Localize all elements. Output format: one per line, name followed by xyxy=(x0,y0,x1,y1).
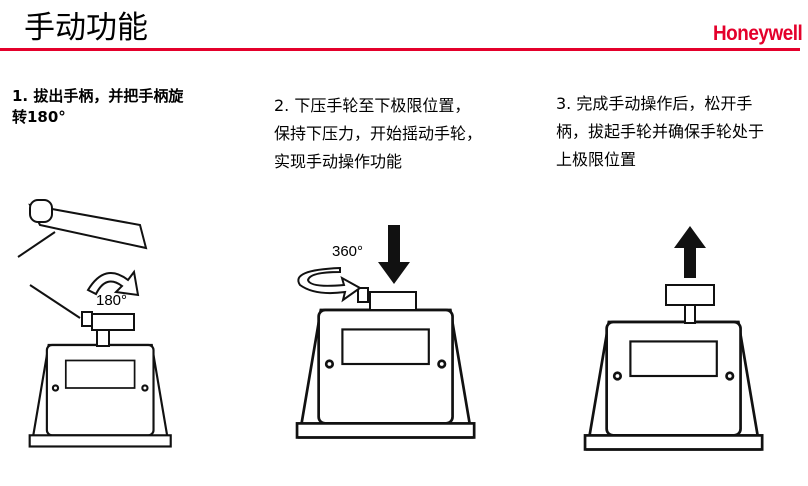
arrow-down-icon xyxy=(378,225,410,284)
actuator-3 xyxy=(583,320,764,451)
step-1-text: 1. 拔出手柄，并把手柄旋转180° xyxy=(12,87,184,126)
step-2-text: 2. 下压手轮至下极限位置，保持下压力，开始摇动手轮，实现手动操作功能 xyxy=(274,96,483,171)
rotate-360-icon xyxy=(297,266,362,303)
shaft-1 xyxy=(96,329,110,347)
rotate-180-icon xyxy=(86,269,140,297)
shaft-3 xyxy=(684,304,696,324)
actuator-2 xyxy=(295,308,476,439)
step-3-text: 3. 完成手动操作后，松开手柄，拔起手轮并确保手轮处于上极限位置 xyxy=(556,94,765,169)
actuator-1 xyxy=(28,343,172,448)
rotation-label-180: 180° xyxy=(96,292,128,309)
arrow-down-right-icon xyxy=(29,284,81,319)
page-title: 手动功能 xyxy=(24,10,148,46)
rotation-label-360: 360° xyxy=(332,243,364,260)
arrow-up-left-icon xyxy=(17,231,56,258)
handle-2 xyxy=(357,287,369,303)
header-divider xyxy=(0,48,800,51)
handwheel-2 xyxy=(369,291,417,311)
handwheel-3 xyxy=(665,284,715,306)
removed-handle xyxy=(28,199,148,250)
handle-1 xyxy=(81,311,93,327)
honeywell-logo: Honeywell xyxy=(712,22,803,45)
arrow-up-icon xyxy=(674,226,706,278)
handwheel-1 xyxy=(91,313,135,331)
